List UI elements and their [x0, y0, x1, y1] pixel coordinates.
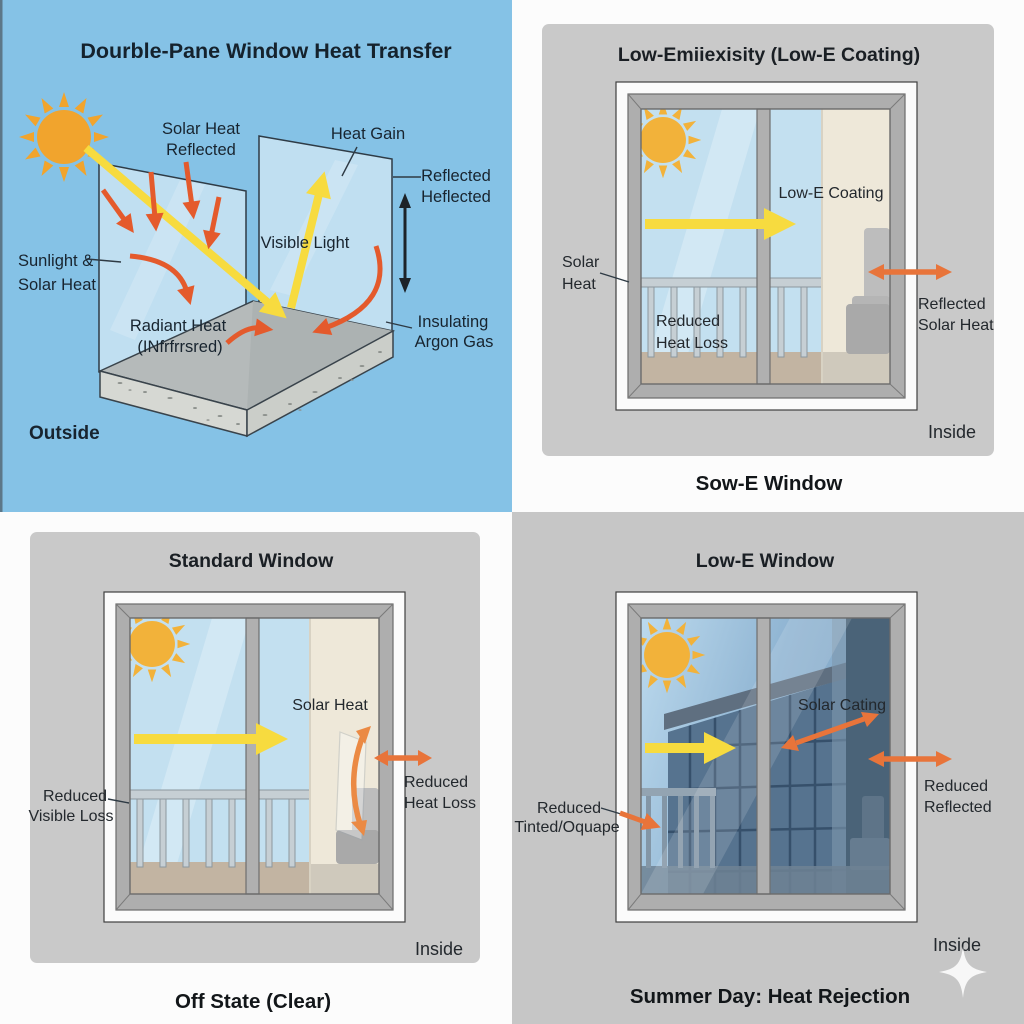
building-parapet — [664, 662, 848, 730]
label-reduced-heat-loss-2: Heat Loss — [404, 795, 476, 812]
label-inside: Inside — [928, 422, 976, 442]
label-reduced-visible-loss-1: Reduced — [43, 788, 107, 805]
label-low-e-coating: Low-E Coating — [779, 185, 884, 202]
label-reduced-heat-loss-1: Reduced — [404, 774, 468, 791]
bl-caption: Off State (Clear) — [175, 990, 331, 1013]
tr-title: Low-Emiiexisity (Low-E Coating) — [618, 44, 920, 66]
railing-balusters — [647, 286, 808, 358]
label-insulating-argon-2: Argon Gas — [415, 333, 494, 351]
label-inside: Inside — [415, 939, 463, 959]
label-reduced-tinted-1: Reduced — [537, 800, 601, 817]
br-glass-scene — [641, 618, 890, 894]
label-reflected-solar-heat-2: Solar Heat — [918, 317, 994, 334]
tr-caption: Sow-E Window — [696, 472, 843, 495]
label-reduced-reflected-1: Reduced — [924, 778, 988, 795]
tinted-glass-arrow — [619, 810, 661, 830]
label-outside: Outside — [29, 423, 100, 444]
floor-heat-arrow — [225, 318, 274, 345]
label-solar-heat-reflected-2: Reflected — [166, 141, 236, 159]
reduced-heat-loss-double-arrow — [374, 750, 432, 766]
solar-heat-leader — [599, 272, 630, 283]
sunbeam-arrow — [83, 144, 287, 319]
panel-low-e-coating: Low-Emiiexisity (Low-E Coating) — [512, 0, 1024, 512]
panel-low-e-window: Low-E Window — [512, 512, 1024, 1024]
label-reduced-heat-loss-1: Reduced — [656, 313, 720, 330]
window-mullion — [756, 108, 771, 385]
frame-bevels — [627, 93, 906, 399]
left-edge-artifact — [0, 0, 3, 512]
sunlight-leader — [86, 258, 122, 263]
label-radiant-heat-2: (INfrfrrsred) — [137, 338, 222, 356]
label-sunlight-solar-heat-1: Sunlight & — [18, 252, 93, 270]
tl-title: Dourble-Pane Window Heat Transfer — [80, 39, 452, 63]
window-mullion — [756, 617, 771, 895]
reduced-tinted-leader — [600, 807, 622, 815]
bl-title: Standard Window — [169, 550, 334, 572]
label-reflected-solar-heat-1: Reflected — [918, 296, 986, 313]
label-heat-gain: Heat Gain — [331, 125, 405, 143]
sofa — [336, 788, 379, 864]
sparkle-icon — [939, 946, 987, 998]
reduced-visible-loss-leader — [107, 798, 130, 804]
interior-heat-bow-arrow — [351, 726, 371, 836]
interior-floor — [822, 352, 890, 384]
concrete-speckles — [117, 351, 382, 425]
radiant-heat-arrow — [129, 253, 195, 305]
label-inside: Inside — [933, 935, 981, 955]
label-reduced-reflected-2: Reflected — [924, 799, 992, 816]
label-reduced-heat-loss-2: Heat Loss — [656, 335, 728, 352]
reduced-reflected-double-arrow — [868, 751, 952, 767]
label-reflected-heflected-1: Reflected — [421, 167, 491, 185]
label-insulating-argon-1: Insulating — [418, 313, 489, 331]
label-sunlight-solar-heat-2: Solar Heat — [18, 276, 96, 294]
br-title: Low-E Window — [696, 550, 835, 572]
glass-glare — [641, 618, 852, 894]
br-window — [615, 591, 918, 923]
solar-heat-reflected-arrows — [100, 161, 383, 345]
panel-double-pane-heat-transfer: Dourble-Pane Window Heat Transfer — [0, 0, 512, 512]
frame-bevels — [627, 603, 906, 911]
sofa — [850, 796, 890, 870]
window-mullion — [245, 617, 260, 895]
label-solar-2: Heat — [562, 276, 596, 293]
label-reflected-heflected-2: Heflected — [421, 188, 491, 206]
panel-standard-window: Standard Window — [0, 512, 512, 1024]
label-reduced-visible-loss-2: Visible Loss — [28, 808, 113, 825]
argon-leader — [385, 321, 413, 329]
visible-light-arrow — [287, 171, 331, 309]
bl-glass-scene — [130, 618, 379, 894]
label-solar-cating: Solar Cating — [798, 697, 886, 714]
railing-balusters — [136, 798, 296, 868]
label-radiant-heat-1: Radiant Heat — [130, 317, 227, 335]
label-visible-light: Visible Light — [261, 234, 350, 252]
label-solar-heat-reflected-1: Solar Heat — [162, 120, 240, 138]
bl-window — [103, 591, 406, 923]
frame-bevels — [115, 603, 394, 911]
reflected-solar-heat-double-arrow — [868, 264, 952, 280]
interior-floor — [310, 864, 379, 894]
heat-exchange-double-arrow — [399, 193, 411, 293]
inner-convection-arrow — [312, 245, 383, 335]
tr-window — [615, 81, 918, 411]
label-solar-1: Solar — [562, 254, 600, 271]
br-caption: Summer Day: Heat Rejection — [630, 985, 910, 1008]
label-solar-heat: Solar Heat — [292, 697, 368, 714]
label-reduced-tinted-2: Tinted/Oquape — [514, 819, 619, 836]
solar-coating-double-arrow — [781, 712, 879, 751]
railing-posts — [646, 796, 715, 868]
heat-gain-leader — [341, 146, 358, 177]
